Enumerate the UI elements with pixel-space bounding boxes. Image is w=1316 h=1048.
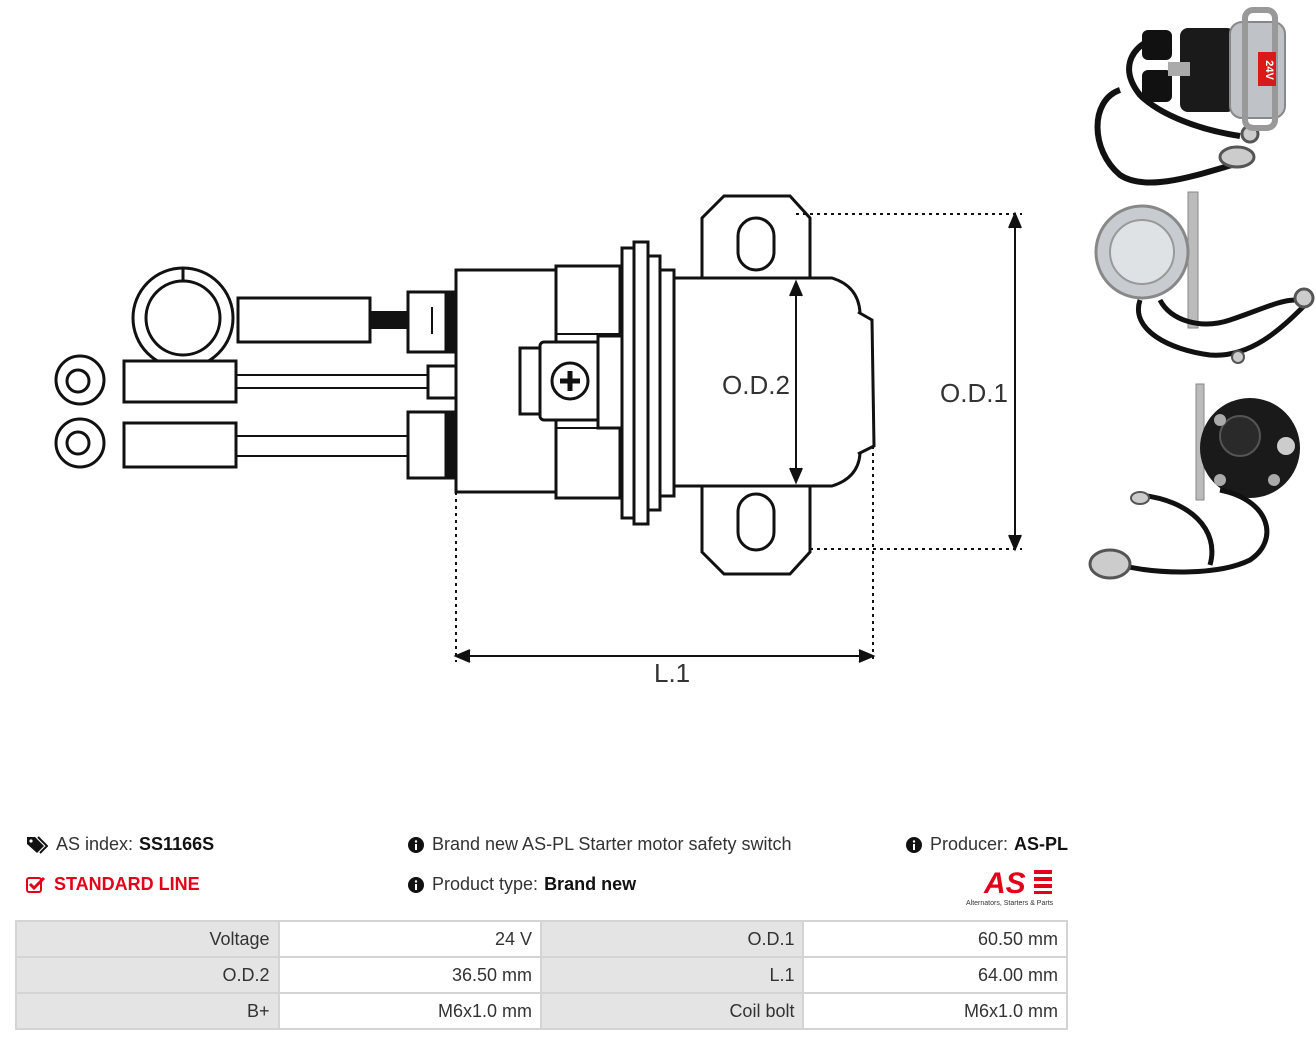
spec-key: B+	[15, 992, 280, 1030]
producer-label: Producer:	[930, 834, 1009, 854]
l1-label: L.1	[654, 658, 690, 688]
logo-mark: AS	[983, 867, 1026, 900]
specs-table: Voltage 24 V O.D.1 60.50 mm O.D.2 36.50 …	[15, 920, 1068, 1030]
info-circle-icon	[906, 836, 922, 853]
technical-drawing: O.D.2 O.D.1 L.1	[54, 194, 1022, 688]
flange	[620, 240, 676, 526]
as-index-label: AS index:	[56, 834, 134, 854]
logo-tagline: Alternators, Starters & Parts	[966, 900, 1054, 907]
od1-label: O.D.1	[940, 378, 1008, 408]
description-text: Brand new AS-PL Starter motor safety swi…	[432, 834, 792, 854]
spec-key: L.1	[539, 956, 805, 994]
description: Brand new AS-PL Starter motor safety swi…	[408, 834, 797, 855]
spec-key: O.D.2	[15, 956, 280, 994]
table-row: B+ M6x1.0 mm Coil bolt M6x1.0 mm	[15, 992, 1068, 1030]
screw-terminal	[518, 334, 624, 430]
spec-key: Voltage	[15, 920, 280, 958]
as-pl-logo: AS Alternators, Starters & Parts	[966, 867, 1054, 907]
product-type-value: Brand new	[544, 874, 637, 894]
check-square-icon	[26, 876, 46, 893]
spec-key: Coil bolt	[539, 992, 805, 1030]
spec-value: M6x1.0 mm	[802, 992, 1068, 1030]
standard-line-label: STANDARD LINE	[54, 874, 200, 894]
spec-value: 60.50 mm	[802, 920, 1068, 958]
info-circle-icon	[408, 876, 424, 893]
producer: Producer: AS-PL	[906, 834, 1068, 855]
spec-key: O.D.1	[539, 920, 805, 958]
spec-value: 24 V	[277, 920, 542, 958]
spec-value: 36.50 mm	[277, 956, 542, 994]
table-row: O.D.2 36.50 mm L.1 64.00 mm	[15, 956, 1068, 994]
product-type: Product type: Brand new	[408, 874, 636, 895]
ring-terminal-middle	[54, 354, 524, 406]
spec-value: M6x1.0 mm	[277, 992, 542, 1030]
table-row: Voltage 24 V O.D.1 60.50 mm	[15, 920, 1068, 958]
product-photo-side: 24V	[1094, 7, 1286, 186]
product-photos: 24V	[1088, 7, 1315, 580]
producer-value: AS-PL	[1014, 834, 1069, 854]
ring-terminal-large	[131, 266, 458, 370]
od2-label: O.D.2	[722, 370, 790, 400]
spec-value: 64.00 mm	[802, 956, 1068, 994]
product-type-label: Product type:	[432, 874, 539, 894]
tags-icon	[27, 835, 48, 854]
product-photo-front	[1094, 191, 1315, 364]
voltage-badge: 24V	[1263, 60, 1275, 80]
as-index: AS index: SS1166S	[26, 834, 214, 855]
product-photo-rear	[1088, 383, 1300, 580]
mounting-bracket	[700, 194, 812, 576]
as-index-value: SS1166S	[139, 834, 215, 854]
info-circle-icon	[408, 836, 424, 853]
ring-terminal-bottom	[54, 410, 458, 480]
standard-line: STANDARD LINE	[26, 874, 200, 895]
product-info: AS index: SS1166S STANDARD LINE Brand ne…	[0, 820, 1080, 920]
